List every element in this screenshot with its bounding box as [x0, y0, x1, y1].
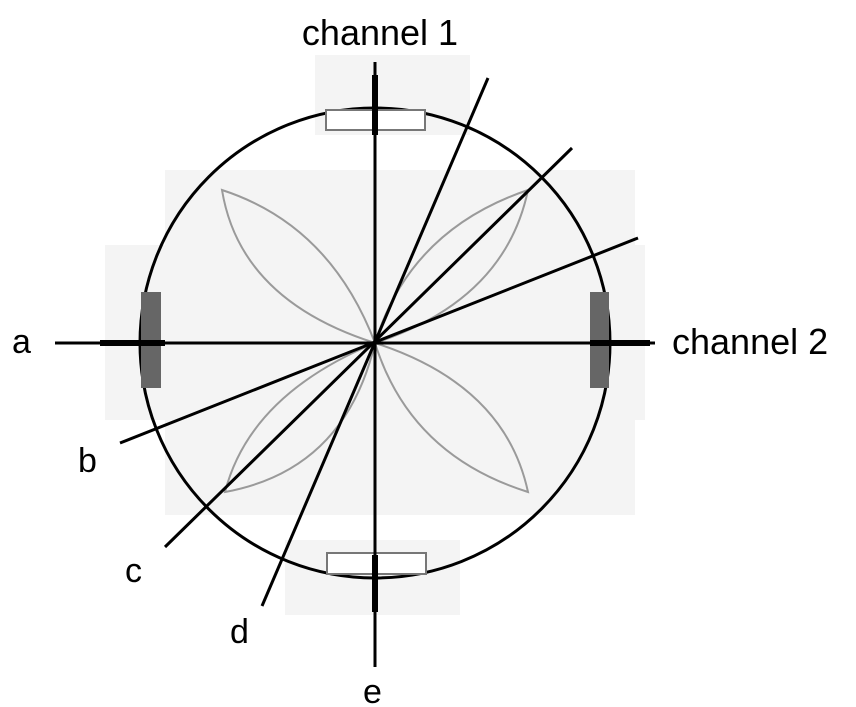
channel-2-label: channel 2	[672, 321, 828, 362]
petal-lower-left	[223, 341, 377, 494]
label-e: e	[363, 673, 382, 707]
line-c	[163, 146, 574, 549]
label-d: d	[230, 613, 249, 651]
axis-lines	[55, 62, 655, 667]
petal-upper-left	[220, 188, 377, 345]
line-d	[260, 77, 490, 607]
petal-lower-right	[373, 341, 530, 494]
line-b	[119, 236, 639, 445]
label-b: b	[78, 442, 97, 480]
label-a: a	[12, 323, 31, 361]
channel-1-label: channel 1	[302, 12, 458, 53]
label-c: c	[125, 552, 142, 590]
